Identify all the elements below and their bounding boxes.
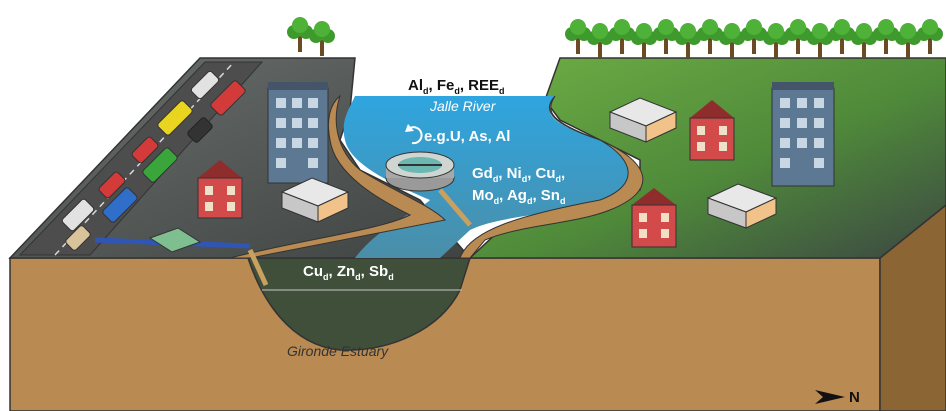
text-part: Al xyxy=(408,77,423,94)
trees-left xyxy=(287,17,335,56)
flat-roof-building-icon xyxy=(608,97,678,143)
tree-icon xyxy=(631,23,657,58)
tree-icon xyxy=(675,23,701,58)
tree-icon xyxy=(697,19,723,54)
car-icon xyxy=(98,171,126,199)
flat-roof-building-icon xyxy=(706,183,778,229)
tree-icon xyxy=(653,19,679,54)
cars xyxy=(61,70,246,251)
label-top-elements: Ald, Fed, REEd xyxy=(408,77,505,96)
car-icon xyxy=(157,100,193,136)
text-part: Mo xyxy=(472,187,494,204)
house-icon xyxy=(689,100,735,161)
estuary-name: Gironde Estuary xyxy=(287,343,389,359)
subscript: d xyxy=(323,272,329,282)
text-part: , Ni xyxy=(498,165,521,182)
text-part: , Cu xyxy=(527,165,555,182)
tree-icon xyxy=(719,23,745,58)
subscript: d xyxy=(556,174,562,184)
tree-icon xyxy=(587,23,613,58)
car-icon xyxy=(190,70,220,100)
recycle-label: e.g.U, As, Al xyxy=(424,128,510,145)
text-part: , REE xyxy=(460,77,499,94)
tree-icon xyxy=(309,21,335,56)
subscript: d xyxy=(527,196,533,206)
house-icon xyxy=(197,160,243,219)
tree-icon xyxy=(565,19,591,54)
text-part: , Ag xyxy=(499,187,527,204)
building-icon xyxy=(267,82,329,184)
subscript: d xyxy=(388,272,394,282)
car-icon xyxy=(65,225,91,251)
text-part: , xyxy=(561,165,565,182)
label-mid-line1: Gdd, Nid, Cud, xyxy=(472,165,565,184)
tree-icon xyxy=(829,19,855,54)
subscript: d xyxy=(423,86,429,96)
tree-icon xyxy=(763,23,789,58)
tree-icon xyxy=(873,19,899,54)
subscript: d xyxy=(499,86,505,96)
text-part: , Fe xyxy=(429,77,455,94)
tree-icon xyxy=(785,19,811,54)
trees-right xyxy=(565,19,943,58)
subscript: d xyxy=(493,174,499,184)
north-arrow-icon xyxy=(815,390,845,404)
sewer-grid-icon xyxy=(148,227,202,253)
car-icon xyxy=(102,187,138,223)
river-bank-left xyxy=(229,94,447,259)
tree-icon xyxy=(851,23,877,58)
tree-icon xyxy=(917,19,943,54)
text-part: , Sb xyxy=(361,263,389,280)
label-mid-line2: Mod, Agd, Snd xyxy=(472,187,565,206)
subscript: d xyxy=(355,272,361,282)
car-icon xyxy=(210,80,246,116)
text-part: Gd xyxy=(472,165,493,182)
estuary-channel xyxy=(246,257,472,351)
recycle-icon xyxy=(405,124,423,145)
river-bank-right xyxy=(459,95,644,259)
subscript: d xyxy=(454,86,460,96)
house-icon xyxy=(631,188,677,248)
north-label: N xyxy=(849,389,860,406)
tree-icon xyxy=(609,19,635,54)
river-name: Jalle River xyxy=(429,98,497,114)
tree-icon xyxy=(895,23,921,58)
car-icon xyxy=(142,147,178,183)
tree-icon xyxy=(287,17,313,52)
subscript: d xyxy=(560,196,566,206)
treatment-plant-icon xyxy=(385,151,455,192)
text-part: Cu xyxy=(303,263,323,280)
car-icon xyxy=(61,198,95,232)
label-estuary-elements: Cud, Znd, Sbd xyxy=(303,263,394,282)
flat-roof-building-icon xyxy=(280,177,350,223)
car-icon xyxy=(187,117,213,143)
building-icon xyxy=(771,82,835,187)
car-icon xyxy=(131,136,159,164)
text-part: , Zn xyxy=(329,263,356,280)
subscript: d xyxy=(522,174,528,184)
tree-icon xyxy=(741,19,767,54)
soil-block xyxy=(9,204,946,411)
subscript: d xyxy=(494,196,500,206)
tree-icon xyxy=(807,23,833,58)
text-part: , Sn xyxy=(532,187,560,204)
